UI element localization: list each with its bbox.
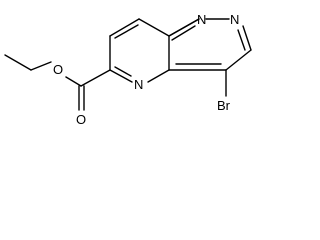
bond-n2-c2 [242,25,252,51]
atom-o-carbonyl: O [76,112,86,127]
bond-c6-c5 [109,18,140,37]
bond-oether-ch2 [30,61,52,71]
bond-c4-n4 [109,69,133,83]
atom-n-pyrimidine: N [134,77,143,92]
bond-n1-c7-link [168,18,200,37]
atom-labels: N N N O O Br [53,12,239,127]
bond-c6-c5-inner [114,24,139,39]
bond-c4-n4-inner [114,66,132,77]
atom-o-ether: O [53,62,63,77]
chemical-structure: N N N O O Br [4,12,252,127]
bond-n2-c2-inner [237,29,246,51]
bond-ccarbonyl-oether [65,76,82,87]
atom-n-bridge: N [197,12,206,27]
atom-bromine: Br [217,98,231,113]
bond-c5-ccarbonyl [80,69,111,87]
bond-n4-c3a [147,69,170,83]
bond-c7-n1-inner [171,25,196,41]
bond-ch2-ch3 [4,54,32,71]
atom-n-pyrazole: N [230,12,239,27]
bond-c2-c3 [225,49,252,71]
bond-c7-c6 [138,18,170,37]
bonds [4,18,252,111]
